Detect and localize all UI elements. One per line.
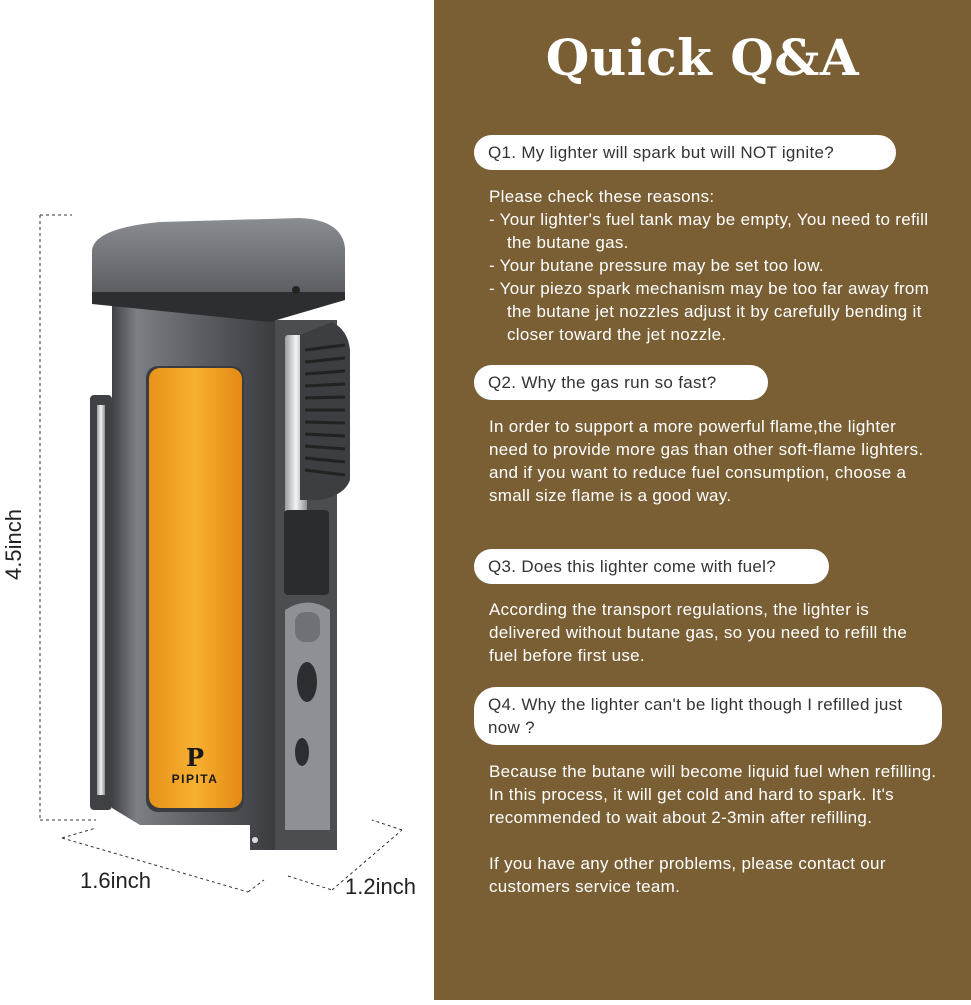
depth-label: 1.2inch xyxy=(345,874,416,899)
lighter-illustration: P PIPITA xyxy=(39,214,403,893)
punch-tool xyxy=(285,602,330,830)
product-panel: P PIPITA 4.5inch 1.6inch 1.2inch xyxy=(0,0,434,1000)
answer-1-line-3: - Your butane pressure may be set too lo… xyxy=(489,256,824,275)
qa-panel: Quick Q&A Q1. My lighter will spark but … xyxy=(434,0,971,1000)
question-4: Q4. Why the lighter can't be light thoug… xyxy=(474,687,942,745)
answer-3-text: According the transport regulations, the… xyxy=(489,600,908,665)
depth-dimension-line xyxy=(287,819,403,891)
thumb-lever xyxy=(300,322,350,500)
answer-4-text: Because the butane will become liquid fu… xyxy=(489,762,937,827)
question-2: Q2. Why the gas run so fast? xyxy=(474,365,768,400)
height-dimension-line xyxy=(39,214,96,821)
question-1: Q1. My lighter will spark but will NOT i… xyxy=(474,135,896,170)
width-label: 1.6inch xyxy=(80,868,151,893)
orange-panel xyxy=(149,368,242,808)
answer-1-line-2: - Your lighter's fuel tank may be empty,… xyxy=(489,210,929,252)
answer-1-line-4: - Your piezo spark mechanism may be too … xyxy=(489,279,930,344)
answer-4: Because the butane will become liquid fu… xyxy=(489,760,939,898)
answer-2: In order to support a more powerful flam… xyxy=(489,415,939,507)
answer-1: Please check these reasons: - Your light… xyxy=(489,185,939,346)
brand-mark-icon: P xyxy=(186,743,204,772)
brand-logo: PIPITA xyxy=(172,772,219,786)
fuel-window xyxy=(284,510,329,595)
height-label: 4.5inch xyxy=(1,509,26,580)
contact-note: If you have any other problems, please c… xyxy=(489,854,886,896)
width-dimension-line xyxy=(61,827,265,893)
question-3: Q3. Does this lighter come with fuel? xyxy=(474,549,829,584)
page-title: Quick Q&A xyxy=(545,28,860,87)
answer-2-text: In order to support a more powerful flam… xyxy=(489,417,924,505)
answer-3: According the transport regulations, the… xyxy=(489,598,939,667)
answer-1-line-1: Please check these reasons: xyxy=(489,187,715,206)
